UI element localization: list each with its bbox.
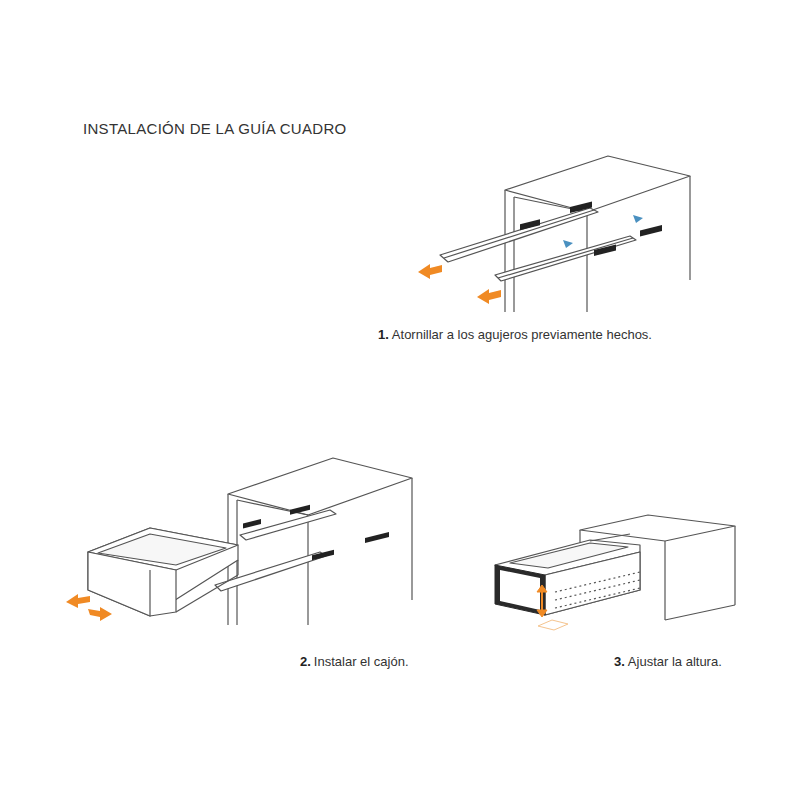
step-caption: Instalar el cajón. (314, 654, 409, 670)
step-caption: Ajustar la altura. (628, 654, 722, 670)
diagram-title: INSTALACIÓN DE LA GUÍA CUADRO (83, 120, 346, 138)
step-number: 3. (614, 654, 625, 670)
step-caption: Atornillar a los agujeros previamente he… (392, 327, 652, 343)
step-number: 2. (300, 654, 311, 670)
step-number: 1. (378, 327, 389, 343)
